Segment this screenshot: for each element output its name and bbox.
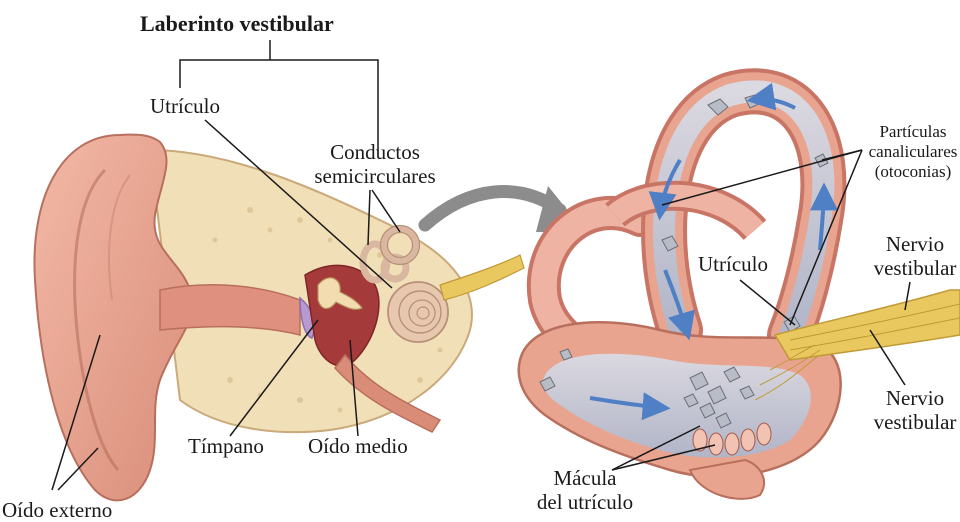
label-conductos-line1: Conductos bbox=[330, 140, 420, 164]
label-nervio-top-line2: vestibular bbox=[873, 256, 957, 280]
leader-lines bbox=[51, 40, 911, 491]
label-utriculo-left: Utrículo bbox=[150, 94, 220, 118]
label-macula-line2: del utrículo bbox=[536, 490, 634, 514]
label-utriculo-right: Utrículo bbox=[698, 252, 768, 276]
eustachian-tube bbox=[334, 353, 442, 433]
label-nervio-top-line1: Nervio bbox=[885, 232, 945, 256]
label-timpano: Tímpano bbox=[188, 434, 264, 458]
endolymph-flow-arrows bbox=[589, 82, 838, 421]
tympanic-membrane bbox=[299, 296, 316, 339]
vestibular-nerve-bundle bbox=[773, 289, 960, 361]
outer-ear-anatomy bbox=[33, 133, 525, 502]
ear-canal bbox=[159, 284, 301, 336]
label-nervio-bottom-line2: vestibular bbox=[873, 410, 957, 434]
label-particulas-line1: Partículas bbox=[879, 122, 947, 141]
otoconia bbox=[539, 94, 829, 429]
cochlea bbox=[387, 281, 449, 343]
label-conductos-line2: semicirculares bbox=[314, 164, 436, 188]
ossicles bbox=[317, 277, 363, 310]
label-oido-medio: Oído medio bbox=[308, 434, 408, 458]
macula-hair-cells bbox=[692, 422, 772, 456]
label-conductos-semicirculares: Conductos semicirculares bbox=[300, 140, 450, 188]
label-oido-externo: Oído externo bbox=[2, 498, 113, 522]
auricle bbox=[33, 133, 194, 502]
label-macula-del-utriculo: Mácula del utrículo bbox=[520, 466, 650, 514]
vestibular-labyrinth-detail bbox=[517, 68, 960, 500]
label-nervio-vestibular-top: Nervio vestibular bbox=[860, 232, 960, 280]
label-nervio-bottom-line1: Nervio bbox=[885, 386, 945, 410]
diagram-title: Laberinto vestibular bbox=[140, 11, 334, 36]
label-particulas-canaliculares: Partículas canaliculares (otoconias) bbox=[858, 122, 960, 182]
label-macula-line1: Mácula bbox=[553, 466, 617, 490]
label-nervio-vestibular-bottom: Nervio vestibular bbox=[860, 386, 960, 434]
small-vestibular-nerve bbox=[439, 254, 525, 301]
label-particulas-line2: canaliculares bbox=[868, 142, 958, 161]
label-particulas-line3: (otoconias) bbox=[874, 162, 952, 181]
